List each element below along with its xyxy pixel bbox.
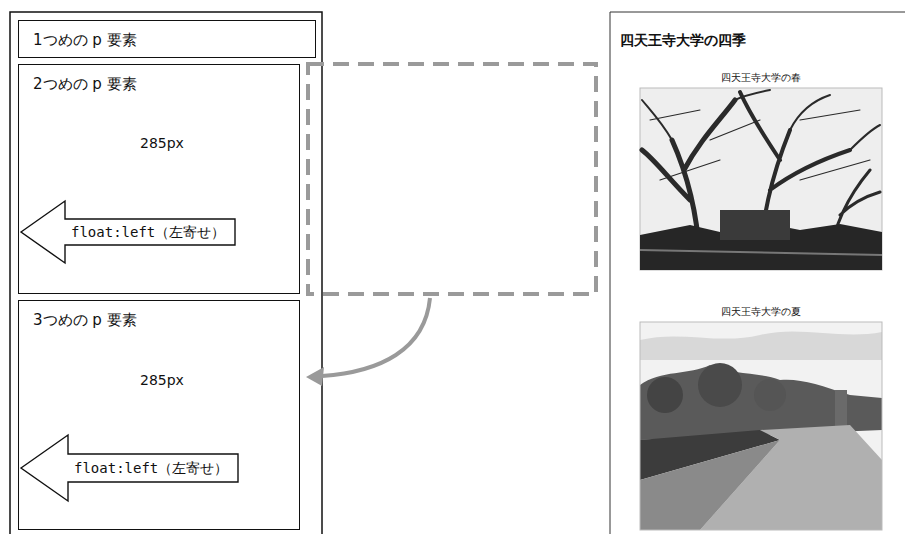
dashed-ghost-box	[308, 64, 596, 294]
panel-border	[610, 12, 905, 13]
float-arrow: float:left（左寄せ）	[20, 434, 239, 502]
element-box: 3つめの p 要素 float:left（左寄せ）	[18, 300, 300, 530]
box-heading: 1つめの p 要素	[33, 31, 137, 49]
photo-caption: 四天王寺大学の春	[721, 71, 801, 85]
dimension-label: 285px	[137, 134, 187, 152]
float-arrow: float:left（左寄せ）	[20, 200, 236, 264]
element-box: 2つめの p 要素 float:left（左寄せ）	[18, 64, 300, 294]
arrow-shape	[21, 435, 238, 501]
photo-caption: 四天王寺大学の夏	[721, 305, 801, 319]
page-title: 四天王寺大学の四季	[620, 31, 746, 49]
container-box	[10, 12, 322, 534]
arrow-shape	[21, 201, 235, 263]
dimension-label: 285px	[137, 371, 187, 389]
box-heading: 2つめの p 要素	[33, 75, 137, 93]
element-box: 1つめの p 要素	[18, 20, 316, 58]
spring-photo	[640, 88, 882, 270]
summer-photo	[640, 322, 882, 530]
box-heading: 3つめの p 要素	[33, 311, 137, 329]
arrow-text: float:left（左寄せ）	[20, 434, 236, 502]
arrow-text: float:left（左寄せ）	[20, 200, 233, 264]
move-arrow-head	[306, 367, 324, 386]
move-arrow	[322, 298, 430, 376]
panel-border	[610, 12, 611, 534]
